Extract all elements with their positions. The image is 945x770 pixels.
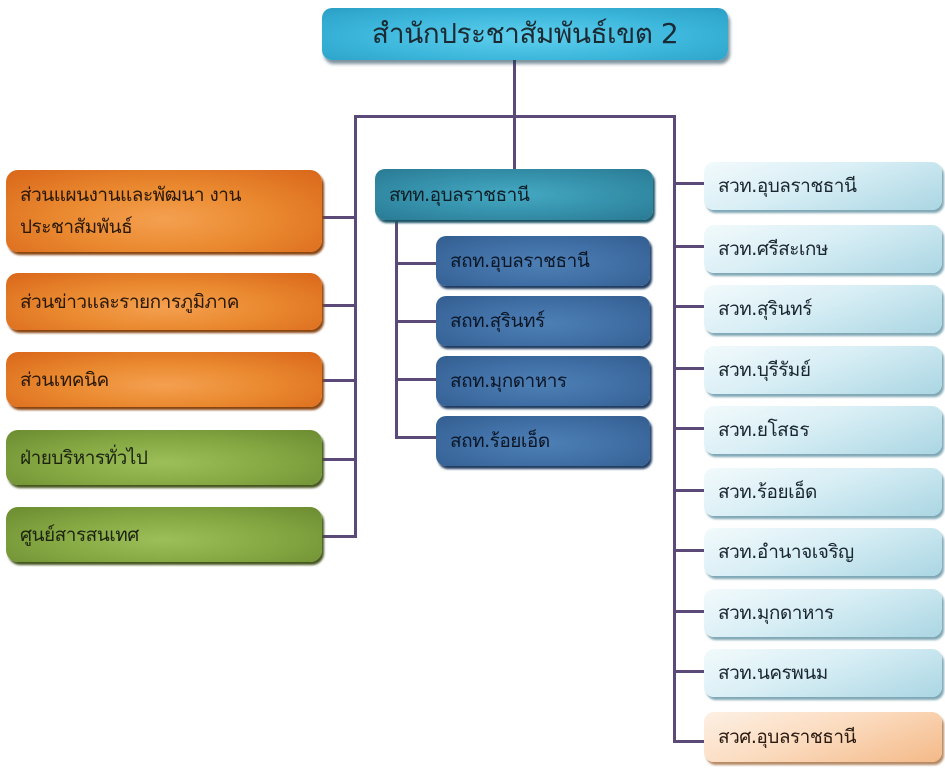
connector-left-vertical xyxy=(354,115,357,538)
connector-left-5 xyxy=(322,535,356,538)
connector-right-10 xyxy=(673,740,706,743)
right-station-node[interactable]: สวท.ยโสธร xyxy=(704,406,942,454)
right-station-node-highlight[interactable]: สวศ.อุบลราชธานี xyxy=(704,712,942,762)
left-unit-info-center[interactable]: ศูนย์สารสนเทศ xyxy=(6,507,322,562)
connector-right-5 xyxy=(673,427,706,430)
connector-right-4 xyxy=(673,367,706,370)
right-station-node[interactable]: สวท.นครพนม xyxy=(704,649,942,697)
connector-center-child-4 xyxy=(395,436,437,439)
right-station-node[interactable]: สวท.อำนาจเจริญ xyxy=(704,528,942,576)
connector-left-1 xyxy=(322,216,356,219)
connector-right-9 xyxy=(673,670,706,673)
center-child-node[interactable]: สถท.อุบลราชธานี xyxy=(436,236,650,286)
connector-right-3 xyxy=(673,305,706,308)
connector-center-child-3 xyxy=(395,378,437,381)
connector-center-child-2 xyxy=(395,320,437,323)
connector-left-2 xyxy=(322,304,356,307)
right-station-node[interactable]: สวท.บุรีรัมย์ xyxy=(704,346,942,394)
connector-left-4 xyxy=(322,458,356,461)
center-child-node[interactable]: สถท.ร้อยเอ็ด xyxy=(436,416,650,466)
left-unit-news[interactable]: ส่วนข่าวและรายการภูมิภาค xyxy=(6,273,322,330)
connector-right-2 xyxy=(673,245,706,248)
connector-right-1 xyxy=(673,182,706,185)
connector-right-8 xyxy=(673,610,706,613)
right-station-node[interactable]: สวท.ร้อยเอ็ด xyxy=(704,468,942,516)
right-station-node[interactable]: สวท.มุกดาหาร xyxy=(704,589,942,637)
center-child-node[interactable]: สถท.มุกดาหาร xyxy=(436,356,650,406)
connector-center-children-vertical xyxy=(395,221,398,439)
left-unit-admin[interactable]: ฝ่ายบริหารทั่วไป xyxy=(6,430,322,485)
root-node-title[interactable]: สำนักประชาสัมพันธ์เขต 2 xyxy=(322,8,728,60)
connector-right-7 xyxy=(673,549,706,552)
connector-right-6 xyxy=(673,489,706,492)
right-station-node[interactable]: สวท.ศรีสะเกษ xyxy=(704,225,942,273)
connector-center-down xyxy=(513,115,516,169)
left-unit-technical[interactable]: ส่วนเทคนิค xyxy=(6,352,322,407)
left-unit-planning[interactable]: ส่วนแผนงานและพัฒนา งานประชาสัมพันธ์ xyxy=(6,170,322,252)
connector-left-3 xyxy=(322,379,356,382)
right-station-node[interactable]: สวท.สุรินทร์ xyxy=(704,285,942,333)
center-child-node[interactable]: สถท.สุรินทร์ xyxy=(436,296,650,346)
right-station-node[interactable]: สวท.อุบลราชธานี xyxy=(704,162,942,210)
center-parent-node[interactable]: สทท.อุบลราชธานี xyxy=(375,169,653,220)
connector-root-down xyxy=(513,60,516,117)
connector-center-child-1 xyxy=(395,262,437,265)
